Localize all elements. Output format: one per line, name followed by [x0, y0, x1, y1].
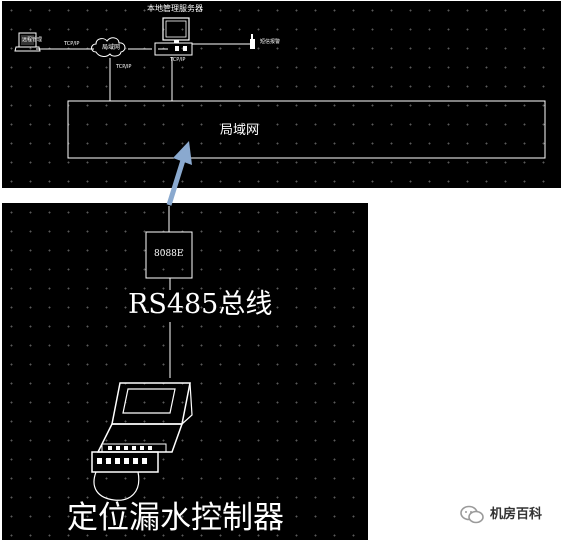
lan-box-label: 局域网 — [220, 123, 260, 138]
wechat-icon — [459, 505, 485, 525]
sms-label: 短信报警 — [260, 39, 281, 45]
sms-modem-icon — [250, 34, 255, 49]
server-label: 本地管理服务器 — [147, 4, 203, 13]
watermark-text: 机房百科 — [490, 507, 543, 522]
client-label: 远程管理 — [22, 37, 43, 43]
protocol-mid-label: TCP/IP — [116, 64, 132, 70]
converter-box — [145, 231, 193, 279]
laptop-icon — [14, 32, 41, 52]
upward-arrow — [166, 141, 192, 206]
leak-controller-icon — [91, 382, 193, 501]
protocol-server-label: TCP/IP — [170, 57, 186, 63]
bus-label: RS485总线 — [128, 289, 273, 320]
controller-label: 定位漏水控制器 — [67, 500, 284, 536]
protocol-left-label: TCP/IP — [64, 41, 80, 47]
lan-box — [67, 100, 546, 159]
cloud-icon — [91, 37, 126, 57]
cloud-label: 局域网 — [102, 44, 121, 51]
network-diagram-bottom-panel — [2, 203, 368, 540]
network-diagram-top-panel — [2, 1, 561, 188]
server-computer-icon — [154, 17, 193, 56]
converter-label: 8088E — [154, 249, 184, 259]
